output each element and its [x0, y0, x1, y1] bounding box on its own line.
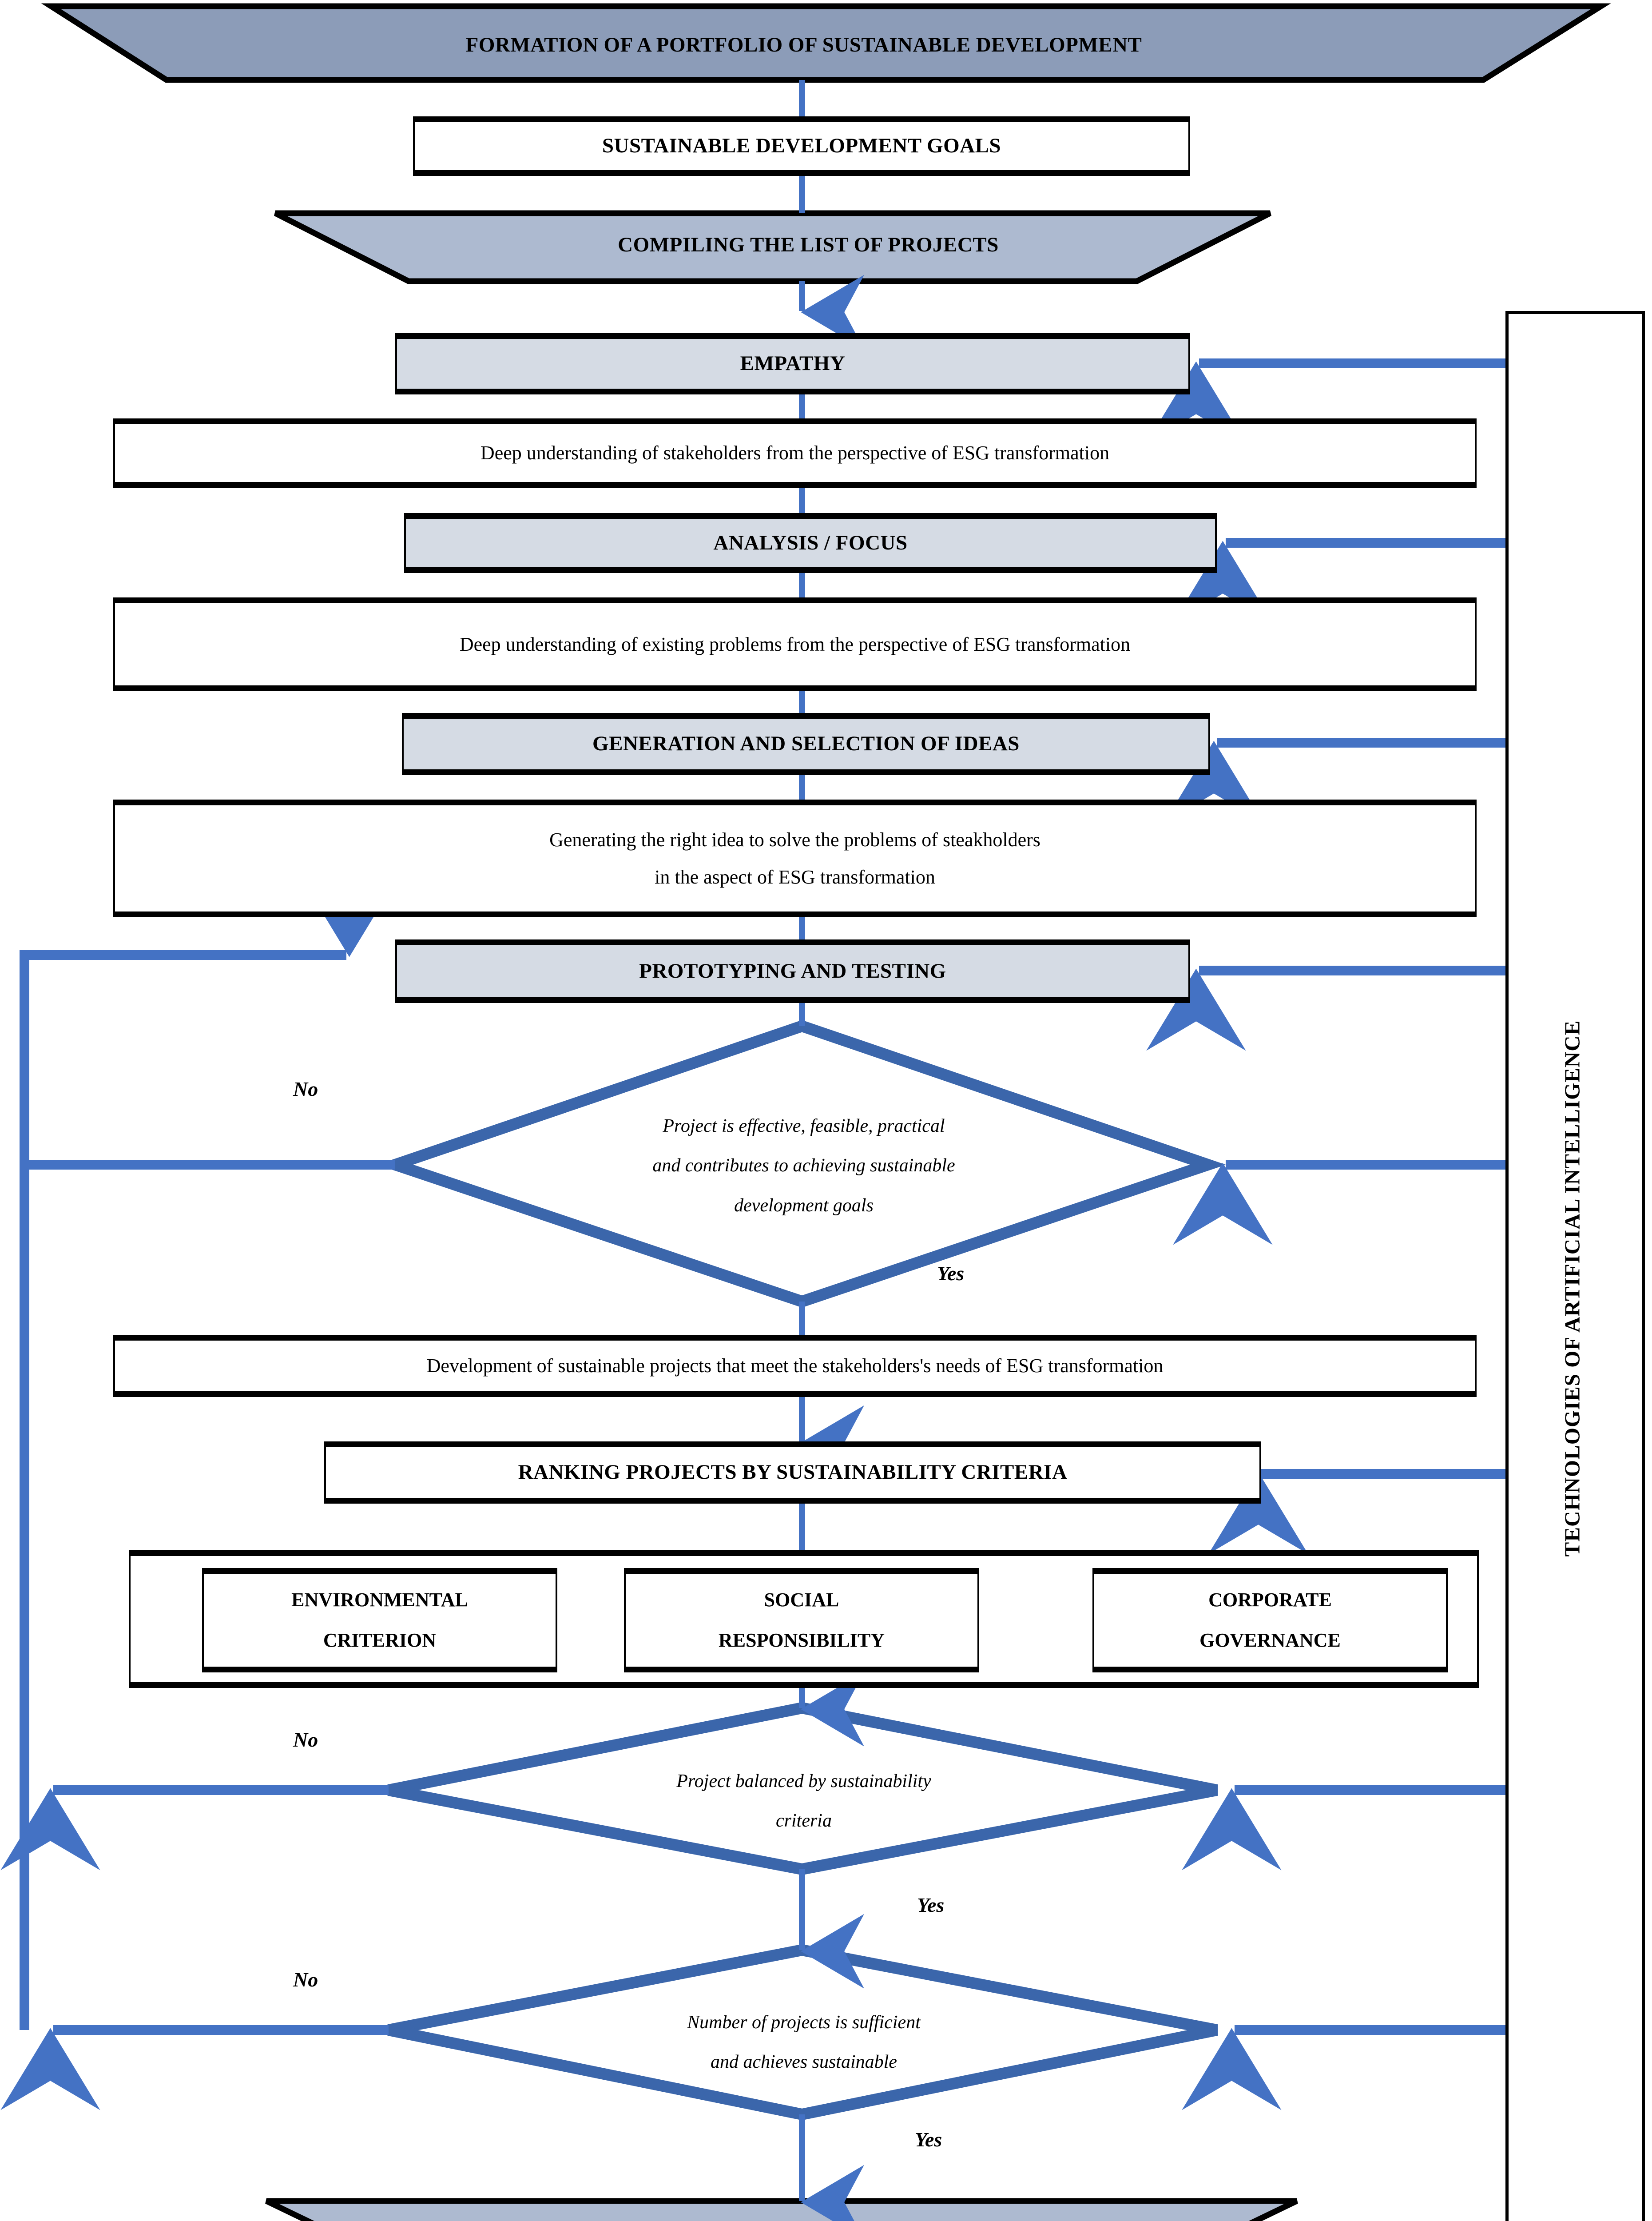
compiling-top-trapezoid: [274, 210, 1271, 284]
criterion-corporate-box: CORPORATE GOVERNANCE: [1092, 1568, 1448, 1672]
stage-ideas-description-line-2: in the aspect of ESG transformation: [655, 866, 935, 888]
stage-ideas-description-box: Generating the right idea to solve the p…: [113, 800, 1477, 917]
stage-prototyping-box: PROTOTYPING AND TESTING: [395, 939, 1190, 1003]
stage-empathy-box: EMPATHY: [395, 333, 1190, 394]
development-of-sustainable-projects-box: Development of sustainable projects that…: [113, 1335, 1477, 1397]
compiling-top-trapezoid-label: COMPILING THE LIST OF PROJECTS: [618, 233, 999, 257]
feedback-rail-to-prototyping: [20, 875, 399, 1165]
stage-empathy-description-box: Deep understanding of stakeholders from …: [113, 418, 1477, 488]
decision-3-yes-label: Yes: [915, 2128, 942, 2151]
decision-3-no-label: No: [293, 1968, 318, 1991]
stage-analysis-description-box: Deep understanding of existing problems …: [113, 597, 1477, 691]
criterion-social-line-2: RESPONSIBILITY: [718, 1629, 885, 1651]
ai-technologies-label: TECHNOLOGIES OF ARTIFICIAL INTELLIGENCE: [1505, 311, 1639, 2221]
ranking-projects-box: RANKING PROJECTS BY SUSTAINABILITY CRITE…: [324, 1441, 1261, 1504]
criterion-social-line-1: SOCIAL: [764, 1589, 839, 1611]
decision-2-yes-label: Yes: [917, 1894, 945, 1916]
compiling-bottom-trapezoid-label: COMPILINING THE LIST OF PROJECTS: [382, 2216, 1226, 2221]
stage-ideas-box: GENERATION AND SELECTION OF IDEAS: [402, 713, 1210, 775]
stage-analysis-box: ANALYSIS / FOCUS: [404, 513, 1217, 573]
criterion-environmental-box: ENVIRONMENTAL CRITERION: [202, 1568, 557, 1672]
decision-diamond-3: [387, 1944, 1218, 2121]
decision-diamond-2: [387, 1702, 1218, 1875]
header-trapezoid: [41, 3, 1611, 83]
ai-feed-arrows: [1146, 358, 1505, 2110]
criterion-environmental-line-1: ENVIRONMENTAL: [291, 1589, 468, 1611]
compiling-bottom-trapezoid: [265, 2198, 1298, 2221]
decision-1-no-label: No: [293, 1078, 318, 1100]
criterion-corporate-line-1: CORPORATE: [1208, 1589, 1332, 1611]
criterion-social-box: SOCIAL RESPONSIBILITY: [624, 1568, 979, 1672]
header-trapezoid-label: FORMATION OF A PORTFOLIO OF SUSTAINABLE …: [465, 33, 1142, 57]
ai-technologies-band: [1505, 311, 1645, 2221]
ai-technologies-label-text: TECHNOLOGIES OF ARTIFICIAL INTELLIGENCE: [1560, 1020, 1584, 1556]
decision-2-no-label: No: [293, 1728, 318, 1751]
criterion-environmental-line-2: CRITERION: [323, 1629, 437, 1651]
decision-diamond-1: [377, 1020, 1226, 1308]
criterion-corporate-line-2: GOVERNANCE: [1199, 1629, 1341, 1651]
stage-ideas-description-line-1: Generating the right idea to solve the p…: [549, 828, 1040, 851]
sustainable-development-goals-box: SUSTAINABLE DEVELOPMENT GOALS: [413, 116, 1190, 176]
decision-1-yes-label: Yes: [937, 1262, 965, 1285]
